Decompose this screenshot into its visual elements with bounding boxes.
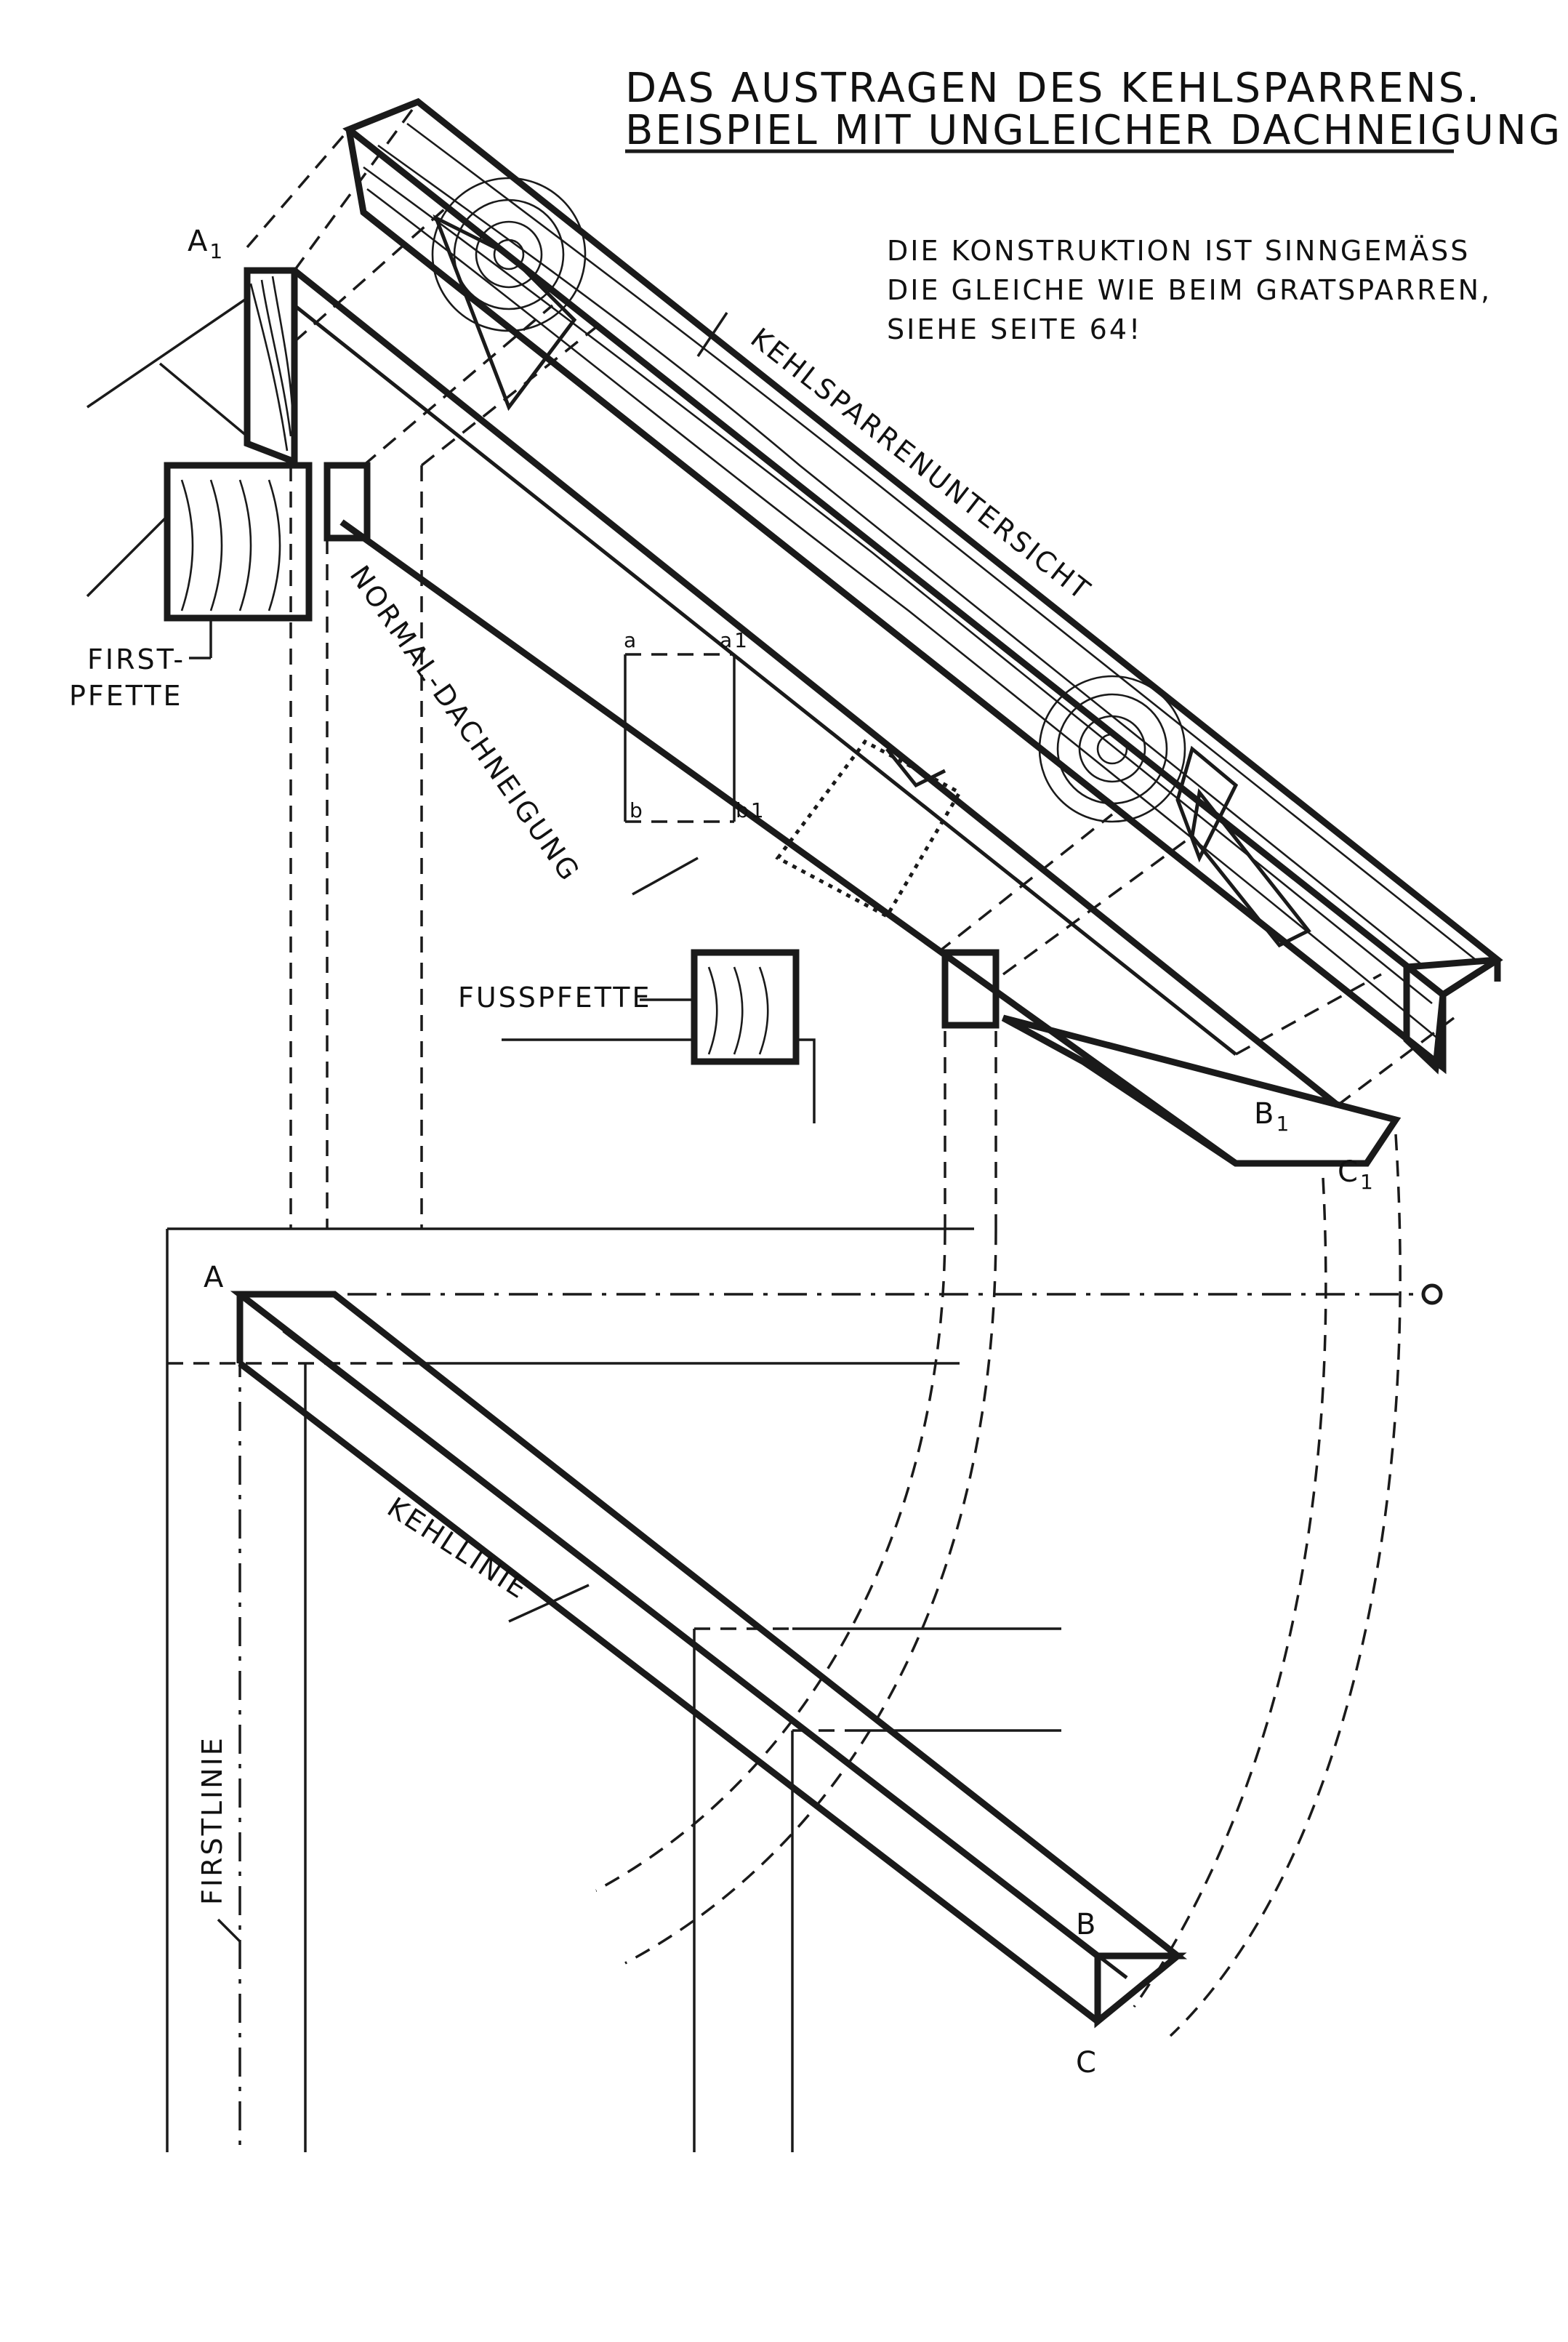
point-a: a <box>624 628 638 652</box>
rafter-foot <box>1001 1014 1402 1167</box>
kehllinie-leader <box>508 1584 590 1623</box>
point-a1: a1 <box>720 628 749 652</box>
note-line-3: SIEHE SEITE 64! <box>887 313 1142 345</box>
title-line-1: DAS AUSTRAGEN DES KEHLSPARRENS. <box>625 65 1481 112</box>
firstpfette-rafter-section <box>323 462 371 542</box>
title-line-2: BEISPIEL MIT UNGLEICHER DACHNEIGUNG <box>625 107 1562 154</box>
first-pfette: FIRST- PFETTE <box>69 462 371 712</box>
kehl-plan-beam <box>230 1291 1188 1960</box>
arc-3 <box>1133 1177 1327 2008</box>
end-grain-bottom <box>1038 675 1311 948</box>
kehlsparren-leader <box>696 312 728 357</box>
beam-front-face <box>345 129 1447 1075</box>
firstpfette-section <box>164 462 313 622</box>
construction-note: DIE KONSTRUKTION IST SINNGEMÄSS DIE GLEI… <box>887 235 1492 345</box>
label-firstpfette-1: FIRST- <box>87 643 185 675</box>
rafter-bottom-edge <box>339 519 1238 1166</box>
firstpfette-extension <box>86 515 169 598</box>
point-B: B <box>1076 1908 1098 1941</box>
rafter-mid-edge <box>293 304 1237 1056</box>
arc-1 <box>595 1228 946 1892</box>
arc-4 <box>1169 1134 1402 2037</box>
vertical-projections <box>289 465 997 1229</box>
end-grain-top <box>431 177 587 412</box>
top-point-labels: A1 B1 C1 <box>188 225 1375 1194</box>
fuss-pfette: FUSSPFETTE <box>458 949 1000 1123</box>
note-line-1: DIE KONSTRUKTION IST SINNGEMÄSS <box>887 235 1470 267</box>
label-firstpfette-2: PFETTE <box>69 680 183 712</box>
point-C: C <box>1076 2046 1098 2080</box>
note-line-2: DIE GLEICHE WIE BEIM GRATSPARREN, <box>887 274 1492 306</box>
beam-lower-end <box>1403 956 1500 1075</box>
point-o-marker <box>1421 1283 1443 1305</box>
point-A1: A1 <box>188 225 225 263</box>
point-C1: C1 <box>1338 1155 1375 1194</box>
point-b1: b1 <box>736 798 766 822</box>
rafter-end-cut <box>244 267 298 467</box>
label-fusspfette: FUSSPFETTE <box>458 982 651 1014</box>
projection-lines-top <box>87 100 1455 1107</box>
fusspfette-section <box>691 949 800 1065</box>
point-A: A <box>204 1261 225 1294</box>
construction-square: a a1 b b1 <box>624 628 962 919</box>
label-kehllinie: KEHLLINIE <box>382 1491 534 1606</box>
hatched-block <box>775 739 962 919</box>
title-block: DAS AUSTRAGEN DES KEHLSPARRENS. BEISPIEL… <box>625 65 1562 154</box>
point-B1: B1 <box>1254 1097 1291 1136</box>
rafter-end-grain <box>249 276 294 452</box>
fusspfette-bracket <box>796 1038 816 1123</box>
point-b: b <box>630 798 645 822</box>
firstlinie-leader <box>217 1918 241 1943</box>
label-firstlinie: FIRSTLINIE <box>196 1736 228 1905</box>
arc-2 <box>624 1228 997 1965</box>
plan-view: A O B C KEHLLINIE FIRSTLINIE <box>166 1134 1443 2152</box>
rafter-top-edge <box>292 268 1340 1108</box>
normal-leader <box>632 857 699 896</box>
